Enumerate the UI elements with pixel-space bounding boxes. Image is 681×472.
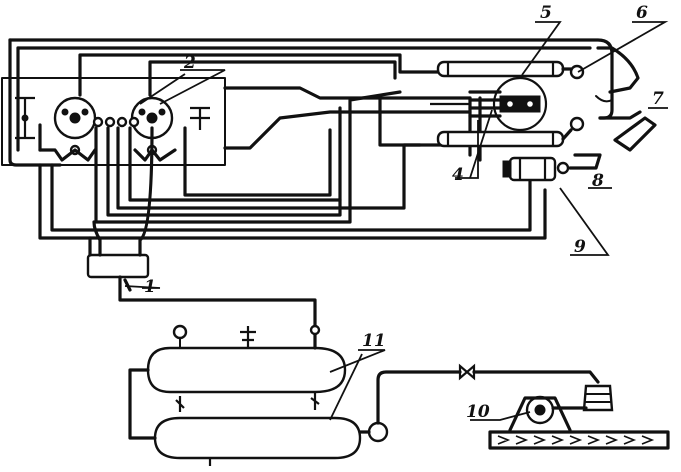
callout-11: 11 [362,331,386,351]
callout-8: 8 [591,171,604,191]
callout-2: 2 [183,53,196,73]
filter-block [86,126,317,332]
air-reservoirs [128,324,600,466]
cylinder-assembly [430,46,657,182]
callout-9: 9 [574,237,586,257]
distributor-valves [15,96,210,162]
leader-lines [124,21,669,421]
callout-1: 1 [144,277,156,297]
callout-5: 5 [540,3,552,23]
compressor [488,384,670,450]
callout-10: 10 [466,402,490,422]
callout-labels: 1 2 4 5 6 7 8 9 10 11 [144,3,664,422]
callout-7: 7 [652,89,664,109]
callout-4: 4 [452,165,464,185]
callout-6: 6 [636,3,648,23]
main-pipe-network [1,38,614,240]
